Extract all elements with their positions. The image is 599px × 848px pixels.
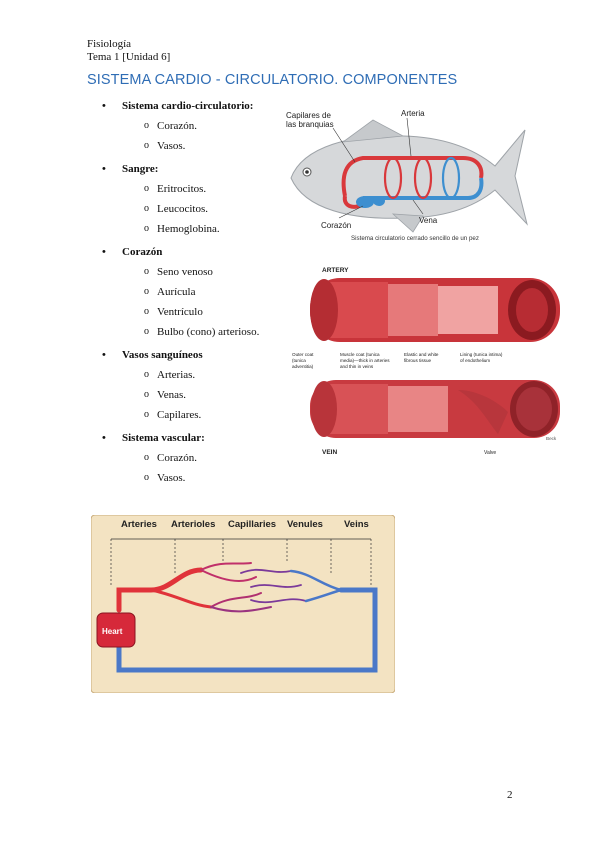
vessel-structure-figure: ARTERY Outer coat (tunica adventitia) Mu… (288, 262, 568, 458)
label-lining: Lining (tunica intima) (460, 352, 503, 357)
svg-text:and thin in veins: and thin in veins (340, 364, 374, 369)
label-veins: Veins (344, 519, 369, 530)
svg-text:of endothelium: of endothelium (460, 358, 490, 363)
vein-path (116, 587, 378, 673)
artist-signature: Beck (546, 436, 557, 441)
capillary-network (240, 568, 292, 574)
header-course: Fisiología (87, 38, 132, 50)
region-brackets (110, 538, 372, 585)
circle-bullet-icon: o (144, 203, 149, 214)
bullet-icon: • (102, 100, 106, 112)
circle-bullet-icon: o (144, 369, 149, 380)
circle-bullet-icon: o (144, 266, 149, 277)
fish-label-vein: Vena (419, 216, 438, 225)
page-number: 2 (507, 789, 513, 801)
fish-body (290, 129, 528, 226)
circle-bullet-icon: o (144, 120, 149, 131)
label-heart: Heart (102, 627, 123, 636)
label-valve: Valve (484, 450, 496, 456)
circle-bullet-icon: o (144, 306, 149, 317)
vein-diagram-label: VEIN (322, 449, 337, 456)
heart-chamber (96, 612, 136, 648)
vein-tube (310, 380, 560, 438)
outline-heading: Sistema cardio-circulatorio: (122, 100, 254, 112)
vein-vessel (363, 177, 484, 200)
svg-text:fibrous tissue: fibrous tissue (404, 358, 432, 363)
outline-heading: Sangre: (122, 163, 159, 175)
pelvic-fin (391, 213, 424, 233)
circle-bullet-icon: o (144, 409, 149, 420)
bullet-icon: • (102, 246, 106, 258)
label-arterioles: Arterioles (171, 519, 215, 530)
list-item: o Bulbo (cono) arterioso. (144, 326, 260, 338)
bullet-icon: • (102, 432, 106, 444)
label-arteries: Arteries (121, 519, 157, 530)
section-title: SISTEMA CARDIO - CIRCULATORIO. COMPONENT… (87, 72, 458, 88)
fish-label-artery: Arteria (401, 109, 425, 118)
label-venules: Venules (287, 519, 323, 530)
label-elastic-tissue: Elastic and white (404, 352, 439, 357)
outline-heading: Sistema vascular: (122, 432, 205, 444)
fish-caption: Sistema circulatorio cerrado sencillo de… (351, 235, 479, 242)
circle-bullet-icon: o (144, 286, 149, 297)
circle-bullet-icon: o (144, 326, 149, 337)
circle-bullet-icon: o (144, 389, 149, 400)
circle-bullet-icon: o (144, 452, 149, 463)
outline-heading: Corazón (122, 246, 163, 258)
fish-heart (356, 196, 374, 208)
circle-bullet-icon: o (144, 223, 149, 234)
circle-bullet-icon: o (144, 472, 149, 483)
bullet-icon: • (102, 163, 106, 175)
circle-bullet-icon: o (144, 183, 149, 194)
svg-text:(tunica: (tunica (292, 358, 306, 363)
label-outer-coat: Outer coat (292, 352, 314, 357)
capillary-loop (413, 156, 433, 200)
label-muscle-coat: Muscle coat (tunica (340, 352, 380, 357)
circle-bullet-icon: o (144, 140, 149, 151)
fish-label-capillaries-2: las branquias (286, 120, 334, 129)
dorsal-fin (341, 119, 405, 143)
page-header: Fisiología Tema 1 [Unidad 6] (87, 38, 170, 64)
svg-text:adventitia): adventitia) (292, 364, 314, 369)
fish-label-heart: Corazón (321, 221, 351, 230)
capillary-loop (383, 156, 403, 200)
artery-vessel (341, 156, 484, 197)
outline-heading: Vasos sanguíneos (122, 349, 203, 361)
artery-diagram-label: ARTERY (322, 267, 349, 274)
header-unit: Tema 1 [Unidad 6] (87, 51, 171, 63)
capillary-loop (441, 156, 461, 200)
diagram-panel (91, 515, 395, 693)
fish-label-capillaries: Capilares de (286, 111, 331, 120)
label-capillaries: Capillaries (228, 519, 276, 530)
fish-circulation-figure: Capilares de las branquias Arteria Coraz… (283, 106, 531, 246)
svg-text:media)—thick in arteries: media)—thick in arteries (340, 358, 390, 363)
bullet-icon: • (102, 349, 106, 361)
artery-tube (310, 278, 560, 342)
circulation-diagram: Arteries Arterioles Capillaries Venules … (91, 515, 395, 693)
